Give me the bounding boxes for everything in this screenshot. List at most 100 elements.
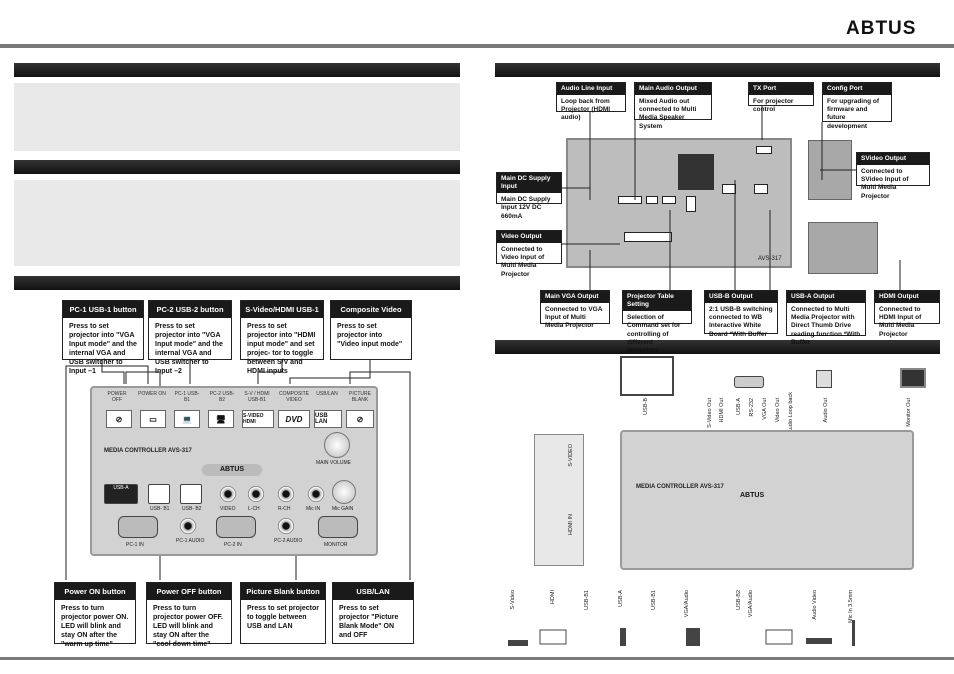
pc2-in-port[interactable] xyxy=(216,516,256,538)
board-header xyxy=(754,184,768,194)
monitor-right-icon xyxy=(900,368,926,388)
row1-label: USB- B1 xyxy=(150,506,170,512)
hdmi-module xyxy=(808,222,878,274)
row2-label: PC-1 AUDIO xyxy=(176,538,205,544)
switch-label: PC-2 USB-B2 xyxy=(209,391,235,403)
brand-logo: ABTUS xyxy=(846,18,917,39)
top-conn-label: Video Out xyxy=(775,398,781,423)
board-chip xyxy=(678,154,714,190)
section-bar-3 xyxy=(14,276,460,290)
top-conn-label: USB-A xyxy=(736,398,742,415)
board-terminal xyxy=(624,232,672,242)
panel-logo: ABTUS xyxy=(202,464,262,476)
switch-label: S-V / HDMI USB-B1 xyxy=(244,391,270,403)
top-conn-label: Monitor Out xyxy=(906,398,912,427)
mic-gain-knob[interactable] xyxy=(332,480,356,504)
row1-label: Mic GAIN xyxy=(332,506,354,512)
pc2-button[interactable]: 🖥 xyxy=(208,410,234,428)
row1-label: Mic IN xyxy=(306,506,321,512)
projector-icon xyxy=(734,376,764,388)
diagram-panel-logo: ABTUS xyxy=(740,492,765,499)
header-rule xyxy=(0,44,954,48)
pc1-button[interactable]: 💻 xyxy=(174,410,200,428)
section-bar-r1 xyxy=(495,63,940,77)
power-off-button[interactable]: ⊘ xyxy=(106,410,132,428)
diagram-panel xyxy=(620,430,914,570)
side-label: S-VIDEO xyxy=(568,444,574,467)
usb-b1-port[interactable] xyxy=(148,484,170,504)
circuit-board: AVS-317 xyxy=(566,138,792,268)
row2-label: PC-2 AUDIO xyxy=(274,538,303,544)
text-block-1 xyxy=(14,83,460,151)
switch-label: USB/LAN xyxy=(316,391,338,397)
board-header xyxy=(686,196,696,212)
section-bar-1 xyxy=(14,63,460,77)
power-on-button[interactable]: ▭ xyxy=(140,410,166,428)
board-header xyxy=(756,146,772,154)
diagram-panel-name: MEDIA CONTROLLER AVS-317 xyxy=(636,484,724,490)
video-jack[interactable] xyxy=(220,486,236,502)
switch-label: COMPOSITE VIDEO xyxy=(278,391,309,403)
monitor-port[interactable] xyxy=(318,516,358,538)
left-connector-lines xyxy=(65,360,411,580)
switch-label: PC-1 USB-B1 xyxy=(174,391,200,403)
pc1-audio-jack[interactable] xyxy=(180,518,196,534)
footer-rule xyxy=(0,657,954,660)
row1-label: USB- B2 xyxy=(182,506,202,512)
text-block-2 xyxy=(14,180,460,266)
speaker-icon xyxy=(816,370,832,388)
pc2-audio-jack[interactable] xyxy=(278,518,294,534)
row1-label: L-CH xyxy=(248,506,260,512)
usb-a-port[interactable]: USB-A xyxy=(104,484,138,504)
board-header xyxy=(646,196,658,204)
panel-name: MEDIA CONTROLLER AVS-317 xyxy=(104,448,192,454)
lch-jack[interactable] xyxy=(248,486,264,502)
section-bar-r2 xyxy=(495,340,940,354)
top-conn-label: Audio Out xyxy=(823,398,829,423)
top-conn-label: RS-232 xyxy=(749,398,755,417)
switch-label: POWER OFF xyxy=(107,391,127,403)
top-conn-label: Audio Loop back xyxy=(788,392,794,433)
board-header xyxy=(618,196,642,204)
switch-label: PICTURE BLANK xyxy=(349,391,371,403)
top-conn-label: VGA Out xyxy=(762,398,768,420)
diagram-devices xyxy=(508,620,855,646)
usb-lan-button[interactable]: USB LAN xyxy=(314,410,342,428)
media-controller-panel: POWER OFF POWER ON PC-1 USB-B1 PC-2 USB-… xyxy=(90,386,378,556)
section-bar-2 xyxy=(14,160,460,174)
switch-label: POWER ON xyxy=(138,391,166,397)
pc1-in-port[interactable] xyxy=(118,516,158,538)
main-volume-label: MAIN VOLUME xyxy=(316,460,352,466)
board-header xyxy=(662,196,676,204)
row2-label: PC-2 IN xyxy=(224,542,242,548)
rch-jack[interactable] xyxy=(278,486,294,502)
monitor-top xyxy=(620,356,674,396)
main-volume-knob[interactable] xyxy=(324,432,350,458)
mic-in-jack[interactable] xyxy=(308,486,324,502)
svideo-hdmi-button[interactable]: S-VIDEO HDMI xyxy=(242,410,274,428)
top-conn-label: S-Video Out xyxy=(707,398,713,428)
row2-label: MONITOR xyxy=(324,542,348,548)
usb-b2-port[interactable] xyxy=(180,484,202,504)
board-callout-lines xyxy=(562,106,901,290)
composite-button[interactable]: DVD xyxy=(278,410,310,428)
picture-blank-button[interactable]: ⊘ xyxy=(346,410,374,428)
row2-label: PC-1 IN xyxy=(126,542,144,548)
